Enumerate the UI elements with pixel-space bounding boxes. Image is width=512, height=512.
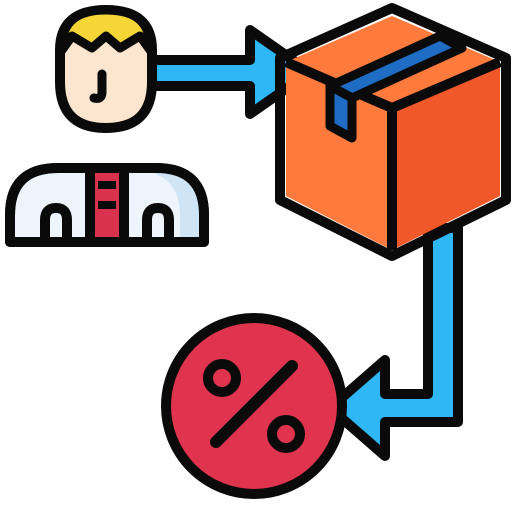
percent-badge-icon [161, 313, 347, 499]
arrow-down-left-icon [325, 223, 463, 461]
hair [57, 5, 155, 55]
box-icon [275, 3, 511, 261]
user-icon [5, 5, 209, 247]
